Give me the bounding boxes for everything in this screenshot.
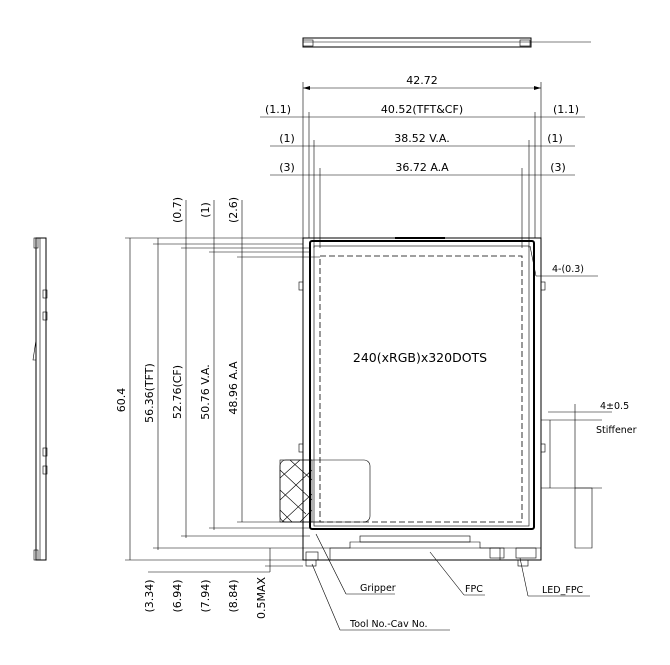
dim-left-3: (3) (279, 161, 295, 174)
dim-bottom-offset-6-94: (6.94) (171, 579, 184, 612)
panel-front-view: 240(xRGB)x320DOTS (279, 237, 546, 567)
corner-radius-label: 4-(0.3) (552, 264, 584, 275)
led-fpc-label: LED_FPC (542, 585, 584, 596)
panel-resolution-label: 240(xRGB)x320DOTS (353, 350, 487, 365)
dim-aa-width: 36.72 A.A (395, 161, 449, 174)
left-side-view (32, 237, 48, 561)
callouts: 4-(0.3) Gripper FPC LED_FPC Tool No.-Cav… (311, 245, 598, 631)
dim-left-1-1: (1.1) (265, 103, 291, 116)
dim-aa-height: 48.96 A.A (227, 361, 240, 415)
dim-right-1-1: (1.1) (553, 103, 579, 116)
gripper-label: Gripper (360, 583, 396, 594)
dim-cf-height: 52.76(CF) (171, 365, 184, 419)
top-side-view (302, 37, 591, 48)
dim-tft-cf-width: 40.52(TFT&CF) (381, 103, 463, 116)
stiffener-dim-label: 4±0.5 (600, 401, 629, 412)
tool-no-label: Tool No.-Cav No. (349, 619, 428, 630)
dim-left-1: (1) (279, 132, 295, 145)
dim-va-width: 38.52 V.A. (394, 132, 449, 145)
stiffener-label: Stiffener (596, 425, 637, 436)
dim-outline-width: 42.72 (406, 74, 438, 87)
vertical-dimensions: 60.4 56.36(TFT) 52.76(CF) 50.76 V.A. 48.… (115, 197, 320, 619)
dim-bottom-offset-7-94: (7.94) (199, 579, 212, 612)
dim-tft-height: 56.36(TFT) (143, 363, 156, 423)
dim-bottom-offset-3-34: (3.34) (143, 579, 156, 612)
top-dimensions: 42.72 40.52(TFT&CF) (1.1) (1.1) 38.52 V.… (260, 74, 585, 248)
dim-top-offset-0-7: (0.7) (171, 197, 184, 223)
dim-right-1: (1) (547, 132, 563, 145)
stiffener-fpc: 4±0.5 Stiffener (541, 401, 637, 549)
dim-top-offset-2-6: (2.6) (227, 197, 240, 223)
dim-top-offset-1: (1) (199, 202, 212, 218)
fpc-label: FPC (465, 584, 483, 595)
dim-bottom-offset-8-84: (8.84) (227, 579, 240, 612)
dim-outline-height: 60.4 (115, 388, 128, 413)
dim-bottom-offset-0-5max: 0.5MAX (255, 577, 268, 620)
dim-va-height: 50.76 V.A. (199, 364, 212, 419)
dim-right-3: (3) (550, 161, 566, 174)
